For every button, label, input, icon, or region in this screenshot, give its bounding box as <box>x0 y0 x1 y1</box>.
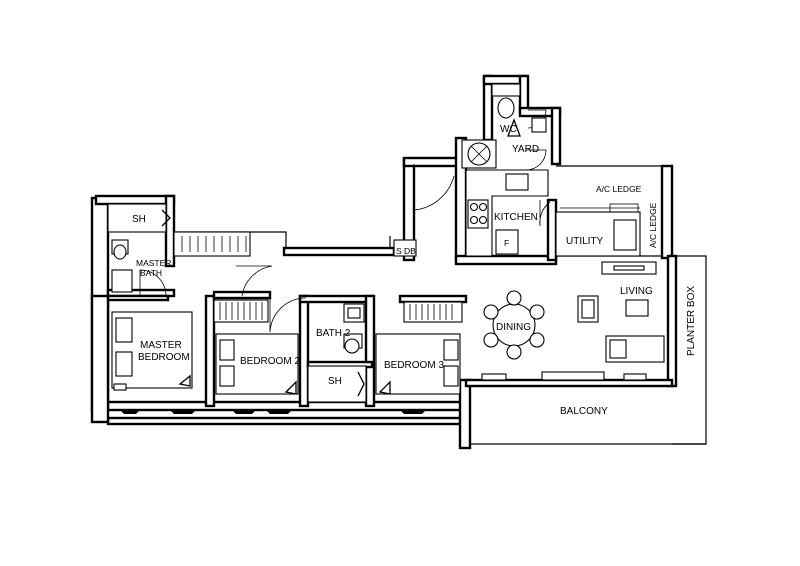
doors <box>139 109 551 333</box>
label-ac-ledge-top: A/C LEDGE <box>596 184 642 194</box>
room-labels: WC YARD KITCHEN A/C LEDGE A/C LEDGE UTIL… <box>132 124 697 417</box>
label-living: LIVING <box>620 286 653 297</box>
dining-set <box>483 290 545 360</box>
interior-walls <box>106 198 558 408</box>
label-bedroom3: BEDROOM 3 <box>384 360 444 371</box>
label-db: S DB <box>396 246 416 256</box>
bedroom2-fixtures <box>213 299 299 395</box>
label-planter-box: PLANTER BOX <box>686 286 697 356</box>
bath2-fixtures <box>307 303 367 403</box>
label-sh-common: SH <box>328 376 342 387</box>
label-balcony: BALCONY <box>560 406 608 417</box>
living-set <box>481 261 665 381</box>
label-bedroom2: BEDROOM 2 <box>240 356 300 367</box>
label-master-bedroom-1: MASTER <box>140 340 182 351</box>
bedroom3-fixtures <box>375 301 463 395</box>
window-frames <box>120 410 426 414</box>
label-sh-master: SH <box>132 214 146 225</box>
label-bath2: BATH 2 <box>316 328 351 339</box>
wc-fixtures <box>461 83 547 169</box>
db-cabinet <box>393 239 417 257</box>
master-bedroom-fixtures <box>111 311 193 391</box>
label-kitchen: KITCHEN <box>494 212 538 223</box>
label-master-bath-1: MASTER <box>136 258 171 268</box>
label-dining: DINING <box>496 322 531 333</box>
label-utility: UTILITY <box>566 236 604 247</box>
label-ac-ledge-side: A/C LEDGE <box>648 202 658 248</box>
label-master-bath-2: BATH <box>140 268 162 278</box>
utility-fixtures <box>555 203 641 257</box>
kitchen-fixtures <box>465 169 549 257</box>
label-fridge: F <box>504 238 509 248</box>
label-yard: YARD <box>512 144 539 155</box>
master-bath-fixtures <box>107 203 251 293</box>
label-wc: WC <box>500 124 517 135</box>
label-master-bedroom-2: BEDROOM <box>138 352 190 363</box>
